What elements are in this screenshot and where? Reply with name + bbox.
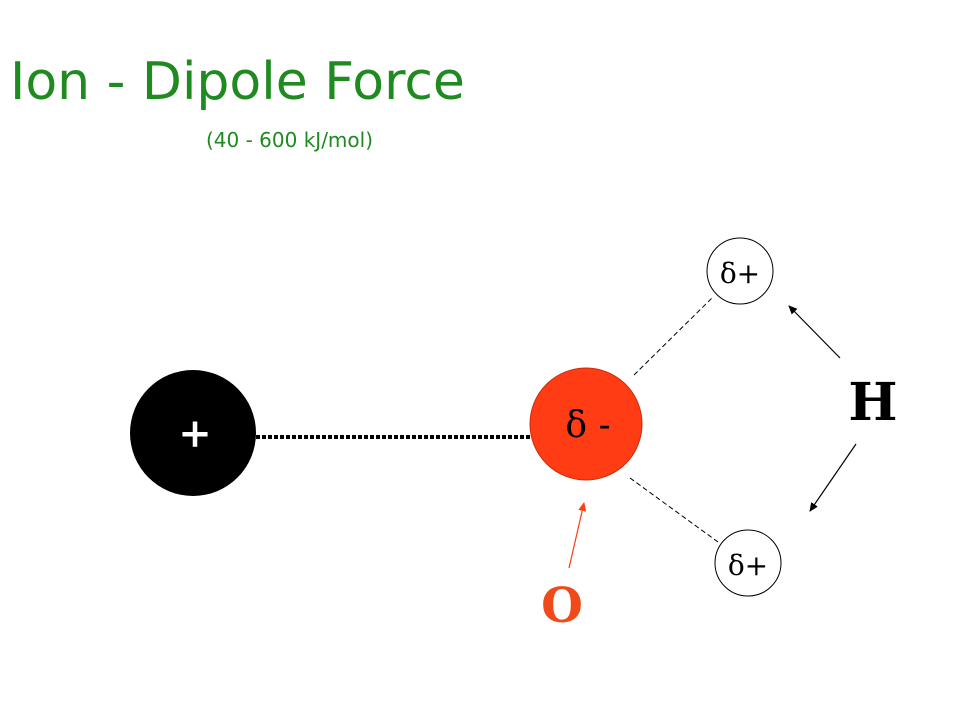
- energy-range-subtitle: (40 - 600 kJ/mol): [206, 128, 374, 152]
- top-hydrogen-charge-label: δ+: [720, 257, 760, 290]
- cation-circle: [130, 370, 256, 496]
- oxygen-circle: [529, 367, 643, 481]
- bottom-hydrogen-circle: [714, 529, 782, 597]
- top-hydrogen-circle: [706, 237, 774, 305]
- arrow-to-top-hydrogen: [788, 305, 841, 359]
- arrow-to-bottom-hydrogen: [809, 443, 857, 512]
- oxygen-partial-charge-label: δ -: [565, 405, 610, 446]
- cation-label: +: [178, 410, 212, 457]
- arrow-to-oxygen: [568, 502, 587, 569]
- oxygen-atom-label: O: [541, 578, 583, 634]
- bottom-hydrogen-charge-label: δ+: [728, 549, 768, 582]
- hydrogen-atom-label: H: [848, 372, 897, 433]
- page-title: Ion - Dipole Force: [10, 52, 465, 112]
- top-oh-bond: [633, 297, 713, 376]
- bottom-oh-bond: [629, 477, 719, 543]
